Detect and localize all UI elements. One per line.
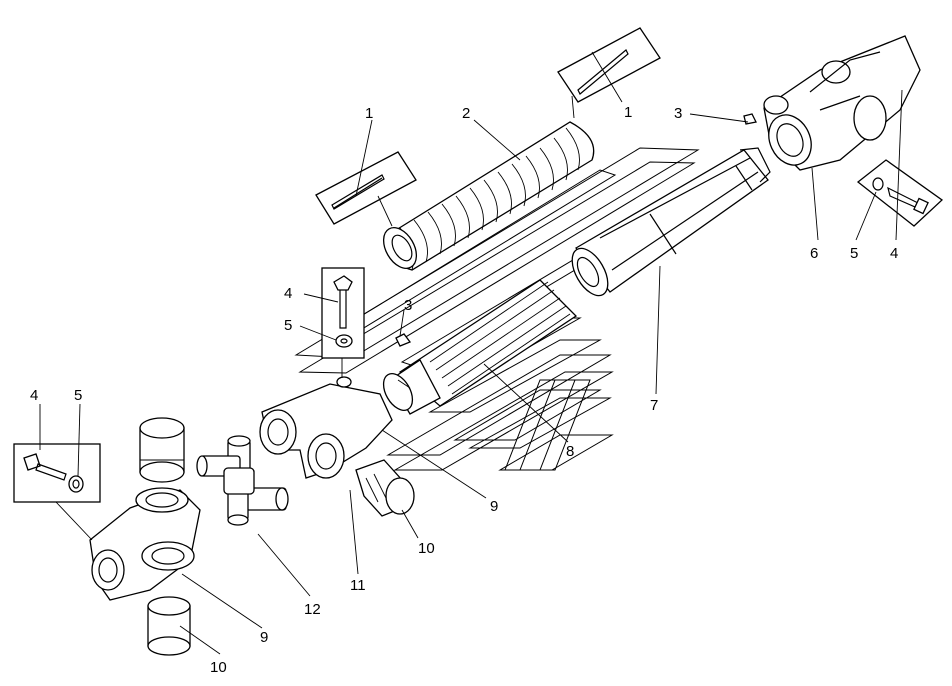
- part-2-corrugated-boot: [382, 121, 595, 271]
- part-9-yoke-lower-left: [89, 487, 201, 601]
- part-8-splined-shaft: [382, 279, 578, 415]
- part-10-bearing-lower: [147, 596, 191, 656]
- background-frames: [294, 147, 700, 471]
- label-12: 12: [304, 601, 321, 618]
- part-4-5-box-right: [856, 159, 944, 227]
- part-11-bearing-middle: [355, 459, 415, 517]
- label-4-right: 4: [890, 245, 898, 262]
- label-3-upper: 3: [674, 105, 682, 122]
- label-3-middle: 3: [404, 297, 412, 314]
- part-4-5-box-left: [13, 443, 101, 503]
- part-1-key-left: [315, 151, 417, 227]
- part-3-key-upper: [743, 113, 757, 125]
- label-9-middle: 9: [490, 498, 498, 515]
- label-4-middle: 4: [284, 285, 292, 302]
- label-10-lower: 10: [210, 659, 227, 676]
- label-5-left: 5: [74, 387, 82, 404]
- label-9-lower: 9: [260, 629, 268, 646]
- callout-labels: 1 1 2 3 3 4 4 4 5 5 5 6 7 8 9 9 10 10 11…: [30, 104, 898, 676]
- label-7: 7: [650, 397, 658, 414]
- label-4-left: 4: [30, 387, 38, 404]
- label-1-left: 1: [365, 105, 373, 122]
- part-12-cross-spider: [196, 435, 289, 526]
- part-9-yoke-middle: [259, 376, 393, 479]
- label-1-right: 1: [624, 104, 632, 121]
- label-5-right: 5: [850, 245, 858, 262]
- part-6-upper-yoke: [763, 35, 921, 171]
- part-4-5-box-middle: [321, 267, 412, 359]
- label-11: 11: [350, 577, 366, 594]
- leader-lines: [39, 51, 903, 655]
- part-1-key-right: [557, 27, 661, 119]
- label-8: 8: [566, 443, 574, 460]
- part-7-outer-tube: [571, 147, 771, 297]
- label-2: 2: [462, 105, 470, 122]
- part-10-bearing-upper-left: [139, 417, 185, 483]
- label-10-middle: 10: [418, 540, 435, 557]
- label-5-middle: 5: [284, 317, 292, 334]
- label-6: 6: [810, 245, 818, 262]
